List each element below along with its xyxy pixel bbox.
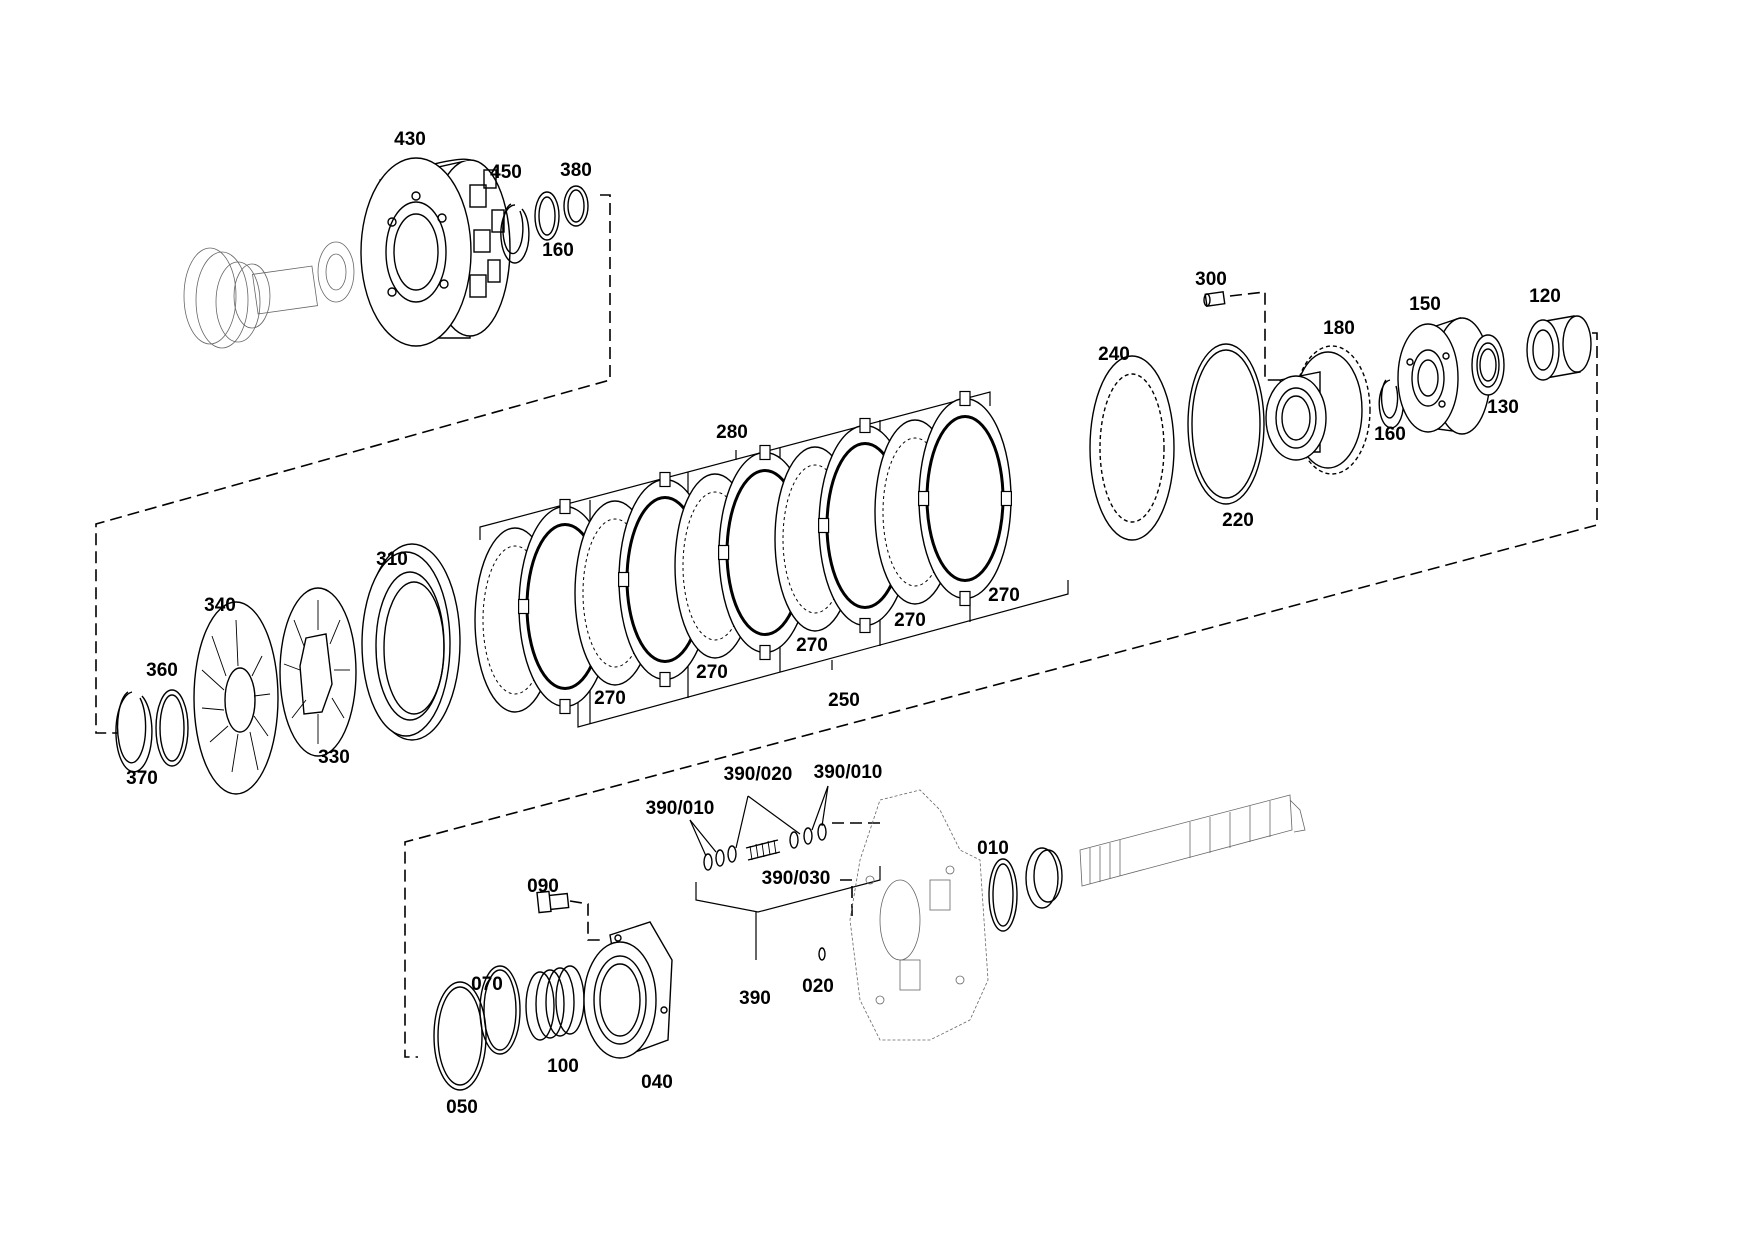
label-160-top: 160: [542, 240, 574, 261]
plate-tab: [617, 571, 630, 588]
part-090-bolt: [536, 890, 570, 914]
label-390-010-left: 390/010: [646, 798, 715, 819]
label-270-2: 270: [696, 662, 728, 683]
label-180: 180: [1323, 318, 1355, 339]
label-120: 120: [1529, 286, 1561, 307]
label-310: 310: [376, 549, 408, 570]
clutch-plates: [474, 390, 1013, 715]
part-150-carrier: [1397, 317, 1491, 435]
assembly-dashed-line-middle: [404, 332, 1598, 1058]
label-390: 390: [739, 988, 771, 1009]
label-220: 220: [1222, 510, 1254, 531]
label-330: 330: [318, 747, 350, 768]
label-150: 150: [1409, 294, 1441, 315]
label-390-030: 390/030: [762, 868, 831, 889]
part-100-spring: [525, 965, 585, 1041]
label-050: 050: [446, 1097, 478, 1118]
part-430-clutch-drum: [183, 157, 511, 349]
part-valve-body: [849, 789, 989, 1041]
plate-tab: [917, 490, 930, 507]
plate-tab: [959, 390, 971, 407]
label-370: 370: [126, 768, 158, 789]
label-430: 430: [394, 129, 426, 150]
label-250: 250: [828, 690, 860, 711]
part-120-bearing: [1526, 315, 1592, 381]
plate-tab: [559, 498, 571, 515]
part-130-bearing: [1471, 334, 1505, 396]
assembly-dashed-line-020: [840, 879, 853, 918]
part-340-spring-disc: [193, 601, 279, 795]
label-130: 130: [1487, 397, 1519, 418]
label-090: 090: [527, 876, 559, 897]
part-050-ring: [433, 981, 487, 1091]
part-390-valve-group: [689, 785, 881, 960]
part-shaft: [1025, 794, 1306, 909]
plate-tab: [859, 617, 871, 634]
outer-plate: [918, 397, 1012, 600]
assembly-dashed-line-top: [95, 194, 611, 734]
label-450: 450: [490, 162, 522, 183]
plate-tab: [859, 417, 871, 434]
plate-tab: [959, 590, 971, 607]
label-280: 280: [716, 422, 748, 443]
plate-tab: [717, 544, 730, 561]
label-160-right: 160: [1374, 424, 1406, 445]
part-240-disc: [1089, 355, 1175, 541]
part-360-ring: [155, 689, 189, 767]
plate-tab: [517, 598, 530, 615]
plate-tab: [759, 644, 771, 661]
label-020: 020: [802, 976, 834, 997]
part-220-ring: [1187, 343, 1265, 505]
plate-tab: [1000, 490, 1013, 507]
part-450-snap-ring: [500, 203, 530, 264]
label-270-5: 270: [988, 585, 1020, 606]
part-370-snap-ring: [115, 691, 153, 773]
assembly-dashed-line-090: [569, 900, 600, 941]
plate-tab: [817, 517, 830, 534]
plate-tab: [559, 698, 571, 715]
part-160-ring-top: [534, 191, 560, 241]
plate-tab: [659, 671, 671, 688]
part-010-ring: [988, 858, 1018, 932]
label-240: 240: [1098, 344, 1130, 365]
label-070: 070: [471, 974, 503, 995]
plate-tab: [759, 444, 771, 461]
label-040: 040: [641, 1072, 673, 1093]
label-380: 380: [560, 160, 592, 181]
label-340: 340: [204, 595, 236, 616]
assembly-dashed-line-300: [1229, 291, 1282, 381]
label-390-010-right: 390/010: [814, 762, 883, 783]
plate-tab: [659, 471, 671, 488]
label-010: 010: [977, 838, 1009, 859]
part-020-oring: [818, 947, 826, 961]
part-310-piston: [361, 543, 461, 741]
part-180-gear: [1265, 345, 1371, 475]
part-330-spring-disc: [279, 587, 357, 757]
label-270-1: 270: [594, 688, 626, 709]
part-380-ring: [563, 185, 589, 227]
label-390-020: 390/020: [724, 764, 793, 785]
label-300: 300: [1195, 269, 1227, 290]
label-270-4: 270: [894, 610, 926, 631]
part-070-ring: [479, 965, 521, 1055]
part-040-piston-housing: [583, 921, 673, 1059]
label-360: 360: [146, 660, 178, 681]
label-270-3: 270: [796, 635, 828, 656]
label-100: 100: [547, 1056, 579, 1077]
part-300-pin: [1203, 291, 1226, 307]
